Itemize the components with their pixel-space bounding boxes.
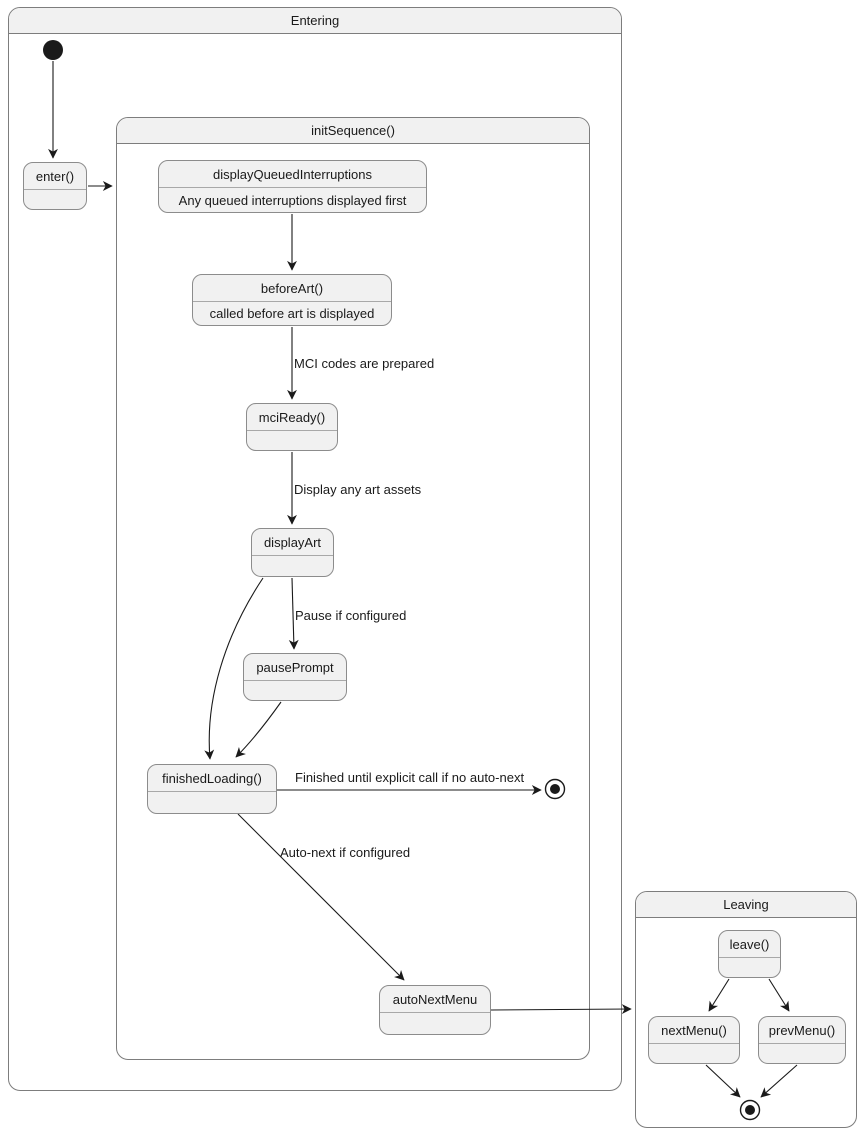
state-enter-title: enter() <box>24 163 86 190</box>
state-display-art-body <box>252 556 333 576</box>
state-finished-loading: finishedLoading() <box>147 764 277 814</box>
state-display-art: displayArt <box>251 528 334 577</box>
transition-label-mci-codes: MCI codes are prepared <box>294 356 435 371</box>
state-enter-body <box>24 190 86 209</box>
state-auto-next-menu-body <box>380 1013 490 1034</box>
container-leaving: Leaving <box>635 891 857 1128</box>
container-init-sequence-title: initSequence() <box>117 118 589 144</box>
state-next-menu-body <box>649 1044 739 1063</box>
state-leave-title: leave() <box>719 931 780 958</box>
state-finished-loading-title: finishedLoading() <box>148 765 276 792</box>
state-display-queued-interruptions: displayQueuedInterruptions Any queued in… <box>158 160 427 213</box>
container-leaving-title: Leaving <box>636 892 856 918</box>
state-finished-loading-body <box>148 792 276 813</box>
state-leave-body <box>719 958 780 977</box>
container-entering: Entering <box>8 7 622 1091</box>
state-display-queued-interruptions-description: Any queued interruptions displayed first <box>178 192 407 208</box>
state-display-art-title: displayArt <box>252 529 333 556</box>
state-pause-prompt-title: pausePrompt <box>244 654 346 681</box>
transition-label-display-art-assets: Display any art assets <box>294 482 422 497</box>
state-before-art-title: beforeArt() <box>193 275 391 302</box>
transition-label-auto-next-if-configured: Auto-next if configured <box>280 845 411 860</box>
state-prev-menu-title: prevMenu() <box>759 1017 845 1044</box>
state-auto-next-menu-title: autoNextMenu <box>380 986 490 1013</box>
state-next-menu: nextMenu() <box>648 1016 740 1064</box>
container-init-sequence: initSequence() <box>116 117 590 1060</box>
state-pause-prompt: pausePrompt <box>243 653 347 701</box>
state-next-menu-title: nextMenu() <box>649 1017 739 1044</box>
state-before-art: beforeArt() called before art is display… <box>192 274 392 326</box>
state-enter: enter() <box>23 162 87 210</box>
state-mci-ready-title: mciReady() <box>247 404 337 431</box>
state-before-art-description: called before art is displayed <box>209 306 375 321</box>
state-pause-prompt-body <box>244 681 346 700</box>
state-mci-ready: mciReady() <box>246 403 338 451</box>
state-display-queued-interruptions-title: displayQueuedInterruptions <box>159 161 426 188</box>
state-prev-menu-body <box>759 1044 845 1063</box>
transition-label-finished-until-explicit-call: Finished until explicit call if no auto-… <box>295 770 525 785</box>
transition-label-pause-if-configured: Pause if configured <box>295 608 407 623</box>
state-mci-ready-body <box>247 431 337 450</box>
container-entering-title: Entering <box>9 8 621 34</box>
state-prev-menu: prevMenu() <box>758 1016 846 1064</box>
state-leave: leave() <box>718 930 781 978</box>
state-auto-next-menu: autoNextMenu <box>379 985 491 1035</box>
